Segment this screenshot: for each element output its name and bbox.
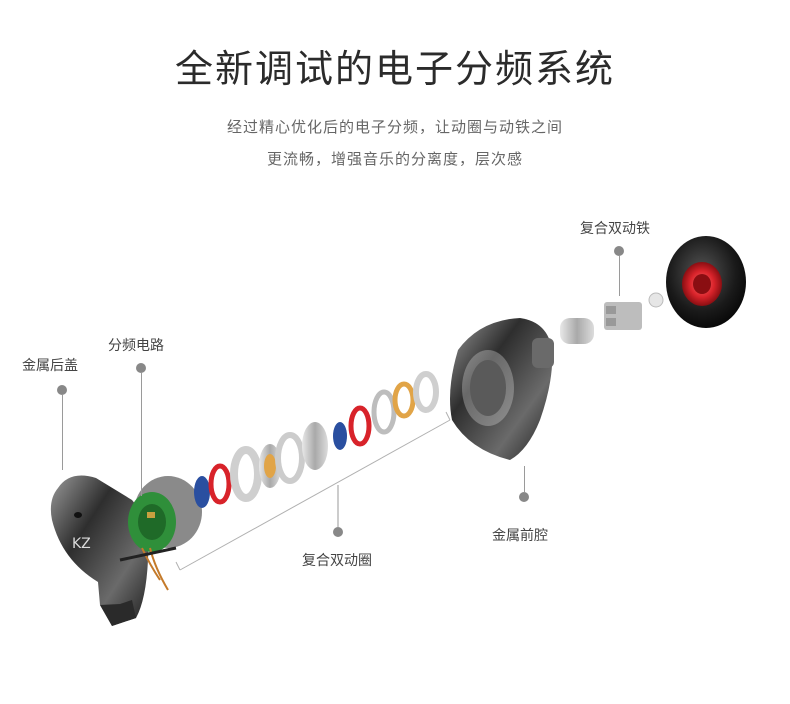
metal-front-cavity-part bbox=[450, 318, 554, 460]
metal-back-cover-part: KZ bbox=[50, 475, 149, 626]
callout-line-crossover bbox=[141, 373, 142, 496]
callout-line-front-cavity bbox=[524, 466, 525, 492]
page-title: 全新调试的电子分频系统 bbox=[174, 47, 615, 91]
callout-line-back-cover bbox=[62, 395, 63, 470]
label-metal-back-cover: 金属后盖 bbox=[22, 358, 78, 374]
nozzle-part bbox=[560, 318, 594, 344]
ear-tip-part bbox=[666, 236, 746, 328]
dual-dynamic-driver-part bbox=[194, 371, 439, 508]
callout-dot-front-cavity bbox=[519, 492, 529, 502]
label-metal-front-cavity: 金属前腔 bbox=[492, 528, 548, 544]
dual-balanced-armature-part bbox=[604, 292, 664, 330]
label-dual-armature: 复合双动铁 bbox=[580, 221, 650, 237]
callout-dot-crossover bbox=[136, 363, 146, 373]
callout-dot-armature bbox=[614, 246, 624, 256]
description-line-1: 经过精心优化后的电子分频，让动圈与动铁之间 bbox=[226, 118, 563, 136]
label-dual-dynamic: 复合双动圈 bbox=[302, 553, 372, 569]
callout-dot-dual-dynamic bbox=[333, 527, 343, 537]
crossover-circuit-part bbox=[119, 476, 202, 591]
label-crossover-circuit: 分频电路 bbox=[108, 338, 164, 354]
svg-text:KZ: KZ bbox=[72, 536, 91, 552]
callout-line-armature bbox=[619, 256, 620, 296]
callout-dot-back-cover bbox=[57, 385, 67, 395]
description-line-2: 更流畅，增强音乐的分离度，层次感 bbox=[266, 150, 523, 168]
